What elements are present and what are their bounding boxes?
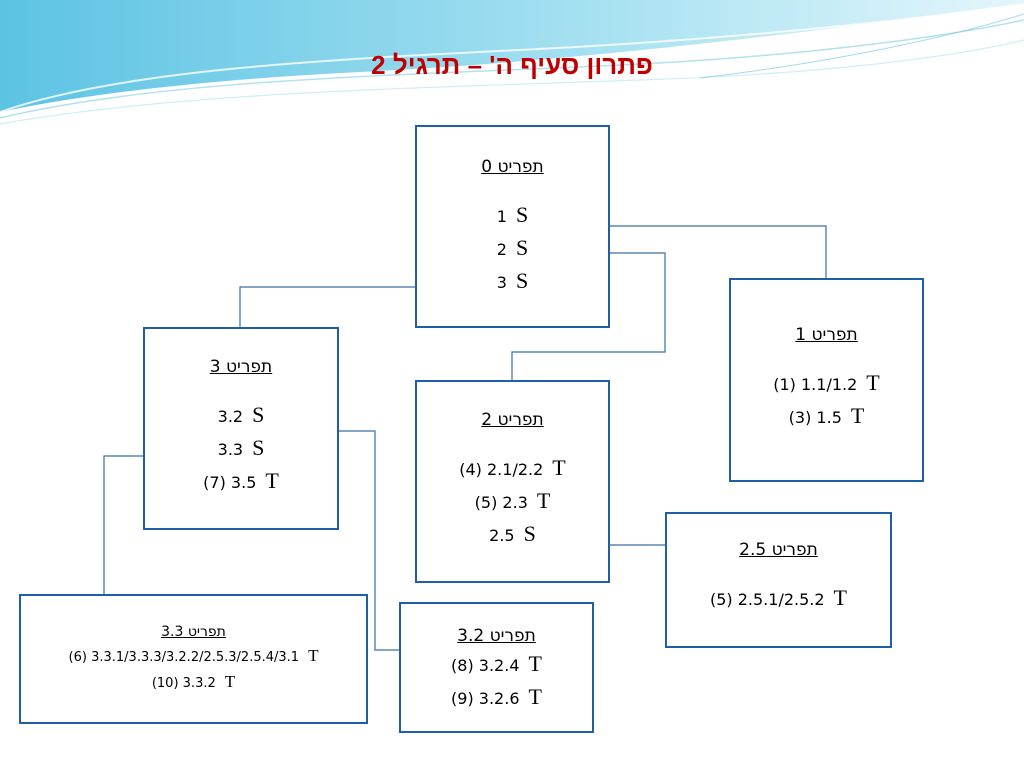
menu-box-title: תפריט 2 bbox=[481, 410, 544, 430]
menu-box-3-3: תפריט 3.3 (6) 3.3.1/3.3.3/3.2.2/2.5.3/2.… bbox=[19, 594, 368, 724]
line-value: 3 bbox=[496, 273, 507, 292]
menu-line: (1) 1.1/1.2 T bbox=[773, 367, 879, 400]
line-state: S bbox=[523, 521, 536, 546]
line-value: (4) 2.1/2.2 bbox=[459, 460, 544, 479]
menu-line: (4) 2.1/2.2 T bbox=[459, 452, 565, 485]
menu-line: (3) 1.5 T bbox=[789, 400, 865, 433]
menu-box-title: תפריט 3.3 bbox=[161, 624, 226, 640]
line-value: 1 bbox=[496, 207, 507, 226]
line-state: S bbox=[515, 268, 529, 293]
line-state: S bbox=[515, 202, 529, 227]
line-state: S bbox=[252, 435, 265, 460]
menu-box-title: תפריט 2.5 bbox=[739, 540, 818, 560]
line-value: (1) 1.1/1.2 bbox=[773, 375, 858, 394]
connector-0-to-2 bbox=[511, 252, 666, 380]
line-state: T bbox=[866, 370, 880, 395]
menu-line: 2.5 S bbox=[489, 518, 536, 551]
line-value: 2 bbox=[496, 240, 507, 259]
menu-line: (5) 2.5.1/2.5.2 T bbox=[710, 582, 847, 615]
line-state: S bbox=[252, 402, 265, 427]
line-value: (8) 3.2.4 bbox=[451, 656, 520, 675]
line-value: (9) 3.2.6 bbox=[451, 689, 520, 708]
menu-line: 3.3 S bbox=[218, 432, 265, 465]
connector-0-to-3 bbox=[239, 286, 462, 327]
menu-line: (6) 3.3.1/3.3.3/3.2.2/2.5.3/2.5.4/3.1 T bbox=[69, 644, 319, 670]
line-value: 3.2 bbox=[217, 407, 244, 426]
line-state: S bbox=[515, 235, 529, 260]
menu-line: (9) 3.2.6 T bbox=[451, 681, 542, 714]
menu-line: (5) 2.3 T bbox=[475, 485, 551, 518]
line-value: (5) 2.5.1/2.5.2 bbox=[709, 590, 825, 609]
line-state: T bbox=[265, 468, 279, 493]
menu-line: (8) 3.2.4 T bbox=[451, 648, 542, 681]
line-value: (6) 3.3.1/3.3.3/3.2.2/2.5.3/2.5.4/3.1 bbox=[68, 650, 300, 665]
menu-box-title: תפריט 3.2 bbox=[457, 626, 536, 646]
line-state: T bbox=[850, 403, 865, 428]
menu-line: (7) 3.5 T bbox=[203, 465, 279, 498]
line-state: T bbox=[528, 651, 542, 676]
line-state: T bbox=[833, 585, 847, 610]
line-value: 2.5 bbox=[489, 526, 515, 545]
line-state: T bbox=[536, 488, 551, 513]
menu-box-title: תפריט 3 bbox=[209, 357, 273, 377]
menu-box-2-5: תפריט 2.5 (5) 2.5.1/2.5.2 T bbox=[665, 512, 892, 648]
line-value: 3.3 bbox=[217, 440, 244, 459]
line-value: (7) 3.5 bbox=[203, 473, 257, 492]
line-state: T bbox=[528, 684, 542, 709]
line-value: (5) 2.3 bbox=[474, 493, 528, 512]
menu-box-title: תפריט 0 bbox=[481, 157, 544, 177]
line-state: T bbox=[552, 455, 566, 480]
line-value: (10) 3.3.2 bbox=[151, 676, 216, 691]
line-state: T bbox=[224, 672, 236, 691]
menu-line: 3.2 S bbox=[218, 399, 265, 432]
connector-3-to-3-2 bbox=[312, 430, 399, 651]
menu-line: (10) 3.3.2 T bbox=[152, 670, 235, 696]
line-value: (3) 1.5 bbox=[788, 408, 842, 427]
connector-0-to-1 bbox=[570, 225, 827, 278]
slide-title: פתרון סעיף ה' – תרגיל 2 bbox=[371, 50, 653, 80]
line-state: T bbox=[308, 646, 319, 665]
menu-box-title: תפריט 1 bbox=[795, 325, 858, 345]
